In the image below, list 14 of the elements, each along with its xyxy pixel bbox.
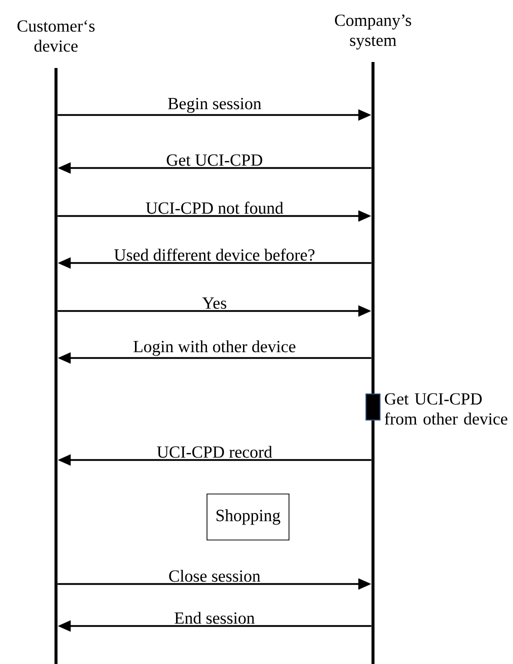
process-box: Shopping bbox=[206, 494, 290, 540]
lifeline-heading: Customer‘s device bbox=[18, 20, 95, 52]
edge-label: Login with other device bbox=[132, 339, 297, 357]
edge-label: Close session bbox=[167, 568, 262, 583]
edge-label: UCI-CPD record bbox=[156, 444, 274, 459]
edge-label: Get UCI-CPD bbox=[165, 153, 264, 167]
lifeline-heading: Company’s system bbox=[334, 14, 412, 50]
edge-label: Begin session bbox=[166, 96, 262, 114]
activation-box bbox=[366, 394, 380, 420]
edge-label: Used different device before? bbox=[112, 248, 316, 262]
note-text: Get UCI-CPD from other device bbox=[384, 393, 508, 425]
edge-label: Yes bbox=[201, 296, 228, 310]
edge-label: End session bbox=[173, 610, 256, 625]
edge-label: UCI-CPD not found bbox=[144, 200, 284, 215]
